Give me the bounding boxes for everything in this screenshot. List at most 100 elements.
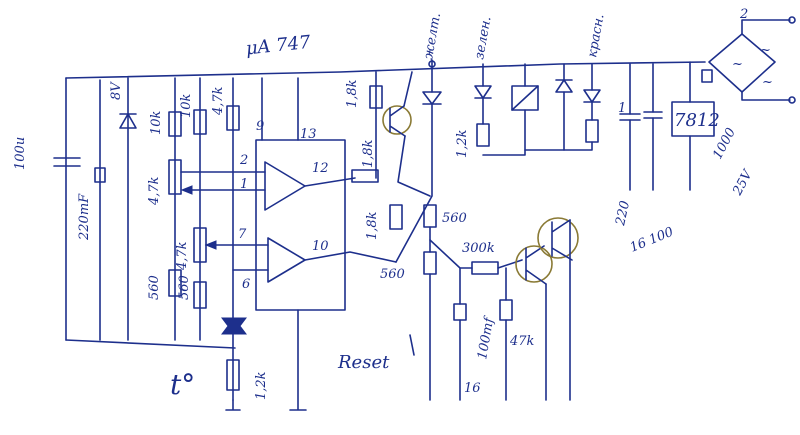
resistor-red — [585, 119, 599, 143]
label-led-white: желт. — [421, 12, 444, 61]
pin-1: 1 — [240, 177, 248, 192]
resistor-1-2k — [226, 359, 240, 391]
resistor-300k — [471, 261, 499, 275]
label-cap-100u: 100u — [13, 137, 28, 170]
opamp-lower — [267, 237, 306, 283]
label-10k-a: 10k — [149, 110, 164, 135]
opamp-ua747: μA 747 9 13 12 2 1 7 10 6 — [180, 32, 397, 411]
label-red-idx: 1 — [618, 101, 626, 116]
cap-220mf-body — [94, 167, 106, 183]
wire-led-white — [395, 59, 433, 263]
ground-1-2k — [225, 399, 241, 411]
output-indicators: зелен. 1,2k красн. 1 220 16 100 7812 100… — [455, 13, 756, 256]
label-47k: 47k — [509, 334, 535, 349]
cap-100n-plates — [643, 111, 663, 119]
resistor-1-8k-c — [389, 204, 403, 230]
resistor-560-a — [168, 269, 182, 297]
transistor-highlight-3 — [537, 217, 579, 259]
resistor-1-8k-out — [351, 169, 379, 183]
bridge-rectifier: ~ 2 ~ ~ — [701, 7, 796, 104]
chip-outline — [255, 139, 346, 311]
led-white — [422, 91, 442, 105]
pin-7: 7 — [238, 227, 247, 242]
label-4-7k-b: 4,7k — [175, 241, 190, 271]
pin-13: 13 — [300, 127, 317, 142]
transistor-q1 — [389, 105, 406, 137]
led-white-node — [428, 60, 436, 68]
diode-flyback — [555, 79, 573, 93]
opamp-upper — [264, 161, 306, 211]
label-cap-16-100: 16 100 — [628, 225, 676, 256]
resistor-1-2k-right — [476, 123, 490, 147]
label-560-d: 560 — [380, 267, 405, 282]
power-rails — [65, 61, 706, 349]
tilde-a: ~ — [760, 43, 771, 58]
pin-2: 2 — [239, 153, 248, 168]
label-7812: 7812 — [674, 110, 720, 131]
pin-10: 10 — [312, 239, 329, 254]
wire-reset-pole — [409, 334, 415, 356]
label-560-a: 560 — [147, 275, 162, 300]
label-reset: Reset — [337, 352, 390, 373]
input-capacitors: 100u 220mF — [13, 79, 106, 341]
pin-12: 12 — [312, 161, 329, 176]
top-rail — [65, 61, 706, 79]
bridge-symbol: ~ — [732, 57, 743, 72]
relay-diag — [511, 85, 539, 111]
transistor-q3 — [551, 219, 573, 261]
wire-ac-bottom — [741, 91, 791, 101]
label-300k: 300k — [462, 241, 495, 256]
bottom-rail — [65, 339, 236, 349]
label-two: 2 — [739, 7, 748, 22]
label-1-8k-b: 1,8k — [361, 139, 376, 168]
label-led-red: красн. — [585, 13, 607, 59]
zener-diode — [119, 113, 137, 129]
resistor-47k — [499, 299, 513, 321]
chip-label: μA 747 — [245, 32, 312, 60]
resistor-10k-b — [193, 109, 207, 135]
cap-100mf — [453, 303, 467, 321]
label-1-8k-a: 1,8k — [345, 79, 360, 108]
wire-out-a — [304, 177, 356, 187]
regulator-7812 — [671, 101, 715, 137]
pin-6: 6 — [242, 277, 250, 292]
ac-terminal-top — [788, 16, 796, 24]
label-cap-220: 220 — [613, 199, 633, 227]
wire-ground-chip — [289, 309, 307, 411]
reference-divider: 8V 10k 4,7k 560 10k 4,7k 560 4,7k t° 1,2… — [109, 77, 269, 411]
driver-section: 1,8k 1,8k желт. 1,8k 560 560 Reset 300k … — [337, 12, 535, 401]
label-1-2k: 1,2k — [254, 371, 269, 400]
thermistor-body — [221, 317, 247, 335]
resistor-4-7k-c — [226, 105, 240, 131]
wire-relay — [482, 63, 526, 156]
label-cap-25v: 25V — [730, 167, 757, 199]
led-red — [583, 89, 601, 103]
label-560-b: 560 — [177, 275, 192, 300]
label-temperature: t° — [170, 368, 195, 401]
wire-ac-top — [741, 19, 791, 35]
bridge-cap — [701, 69, 713, 83]
label-led-green: зелен. — [472, 15, 494, 60]
potentiometer-4-7k-a — [168, 159, 182, 195]
wire-red-down — [524, 141, 593, 151]
label-4-7k-c: 4,7k — [211, 86, 226, 116]
transistor-highlight-2 — [515, 245, 553, 283]
label-1-2k-right: 1,2k — [455, 129, 470, 158]
ac-terminal-bottom — [788, 96, 796, 104]
label-100mf: 100mf — [475, 315, 497, 361]
arrow-in-b — [204, 240, 217, 250]
resistor-560-d — [423, 251, 437, 275]
pin-9: 9 — [256, 119, 264, 134]
label-zener-8v: 8V — [109, 81, 124, 100]
label-10k-b: 10k — [179, 93, 194, 118]
label-560-c: 560 — [442, 211, 467, 226]
wire-out-b — [304, 251, 397, 263]
label-16: 16 — [464, 381, 481, 396]
wire-q1-emitter — [397, 135, 431, 197]
wire-q1-collector — [403, 71, 413, 107]
label-4-7k-a: 4,7k — [147, 176, 162, 206]
led-green — [474, 85, 492, 99]
output-transistors — [515, 217, 579, 401]
tilde-b: ~ — [762, 75, 773, 90]
